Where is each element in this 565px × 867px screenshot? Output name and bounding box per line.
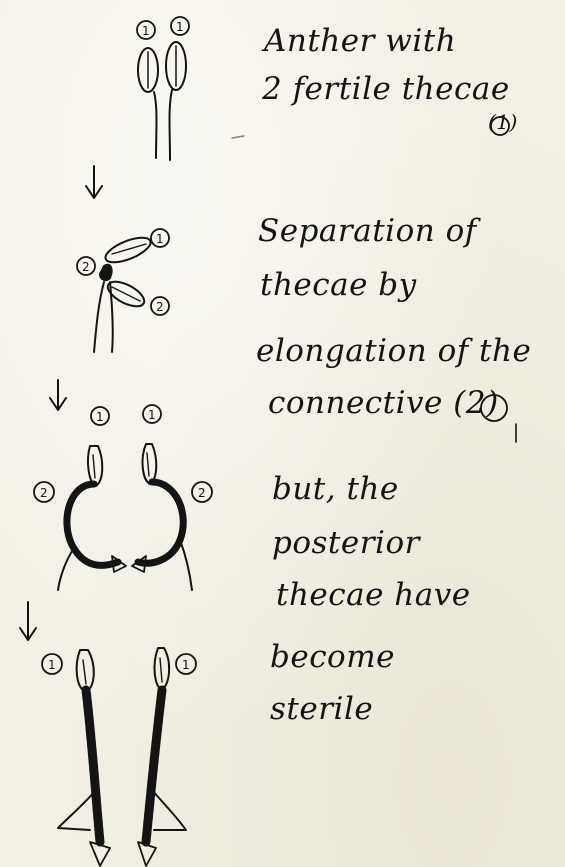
stage1-filament-left xyxy=(154,92,157,158)
svg-text:2: 2 xyxy=(198,486,206,500)
stage3-marker-connective-right: 2 xyxy=(192,482,212,502)
stage3-anther: 1 1 2 2 xyxy=(34,405,212,590)
stage3-filament-left xyxy=(58,548,74,590)
stage1-right-theca xyxy=(166,42,186,90)
stage4-right-sterile-theca xyxy=(138,842,156,866)
stage2-filament-right xyxy=(110,282,113,352)
stage4-left-sterile-theca xyxy=(90,842,110,866)
note3-line3: thecae have xyxy=(276,580,471,611)
stage2-marker-connective: 2 xyxy=(77,257,95,275)
note2-line3: elongation of the xyxy=(256,336,531,367)
stage1-filament-right xyxy=(170,90,173,160)
stage3-marker-theca-right: 1 xyxy=(143,405,161,423)
stage4-stamens: 1 1 xyxy=(42,648,196,866)
stage2-filament-left xyxy=(94,282,104,352)
svg-text:2: 2 xyxy=(156,300,164,314)
svg-text:1: 1 xyxy=(176,20,184,34)
note3-line4: become xyxy=(270,642,395,673)
note1-line1: Anther with xyxy=(264,26,456,57)
note3-line1: but, the xyxy=(272,474,399,505)
note1-line3: (1) xyxy=(488,112,518,132)
stage3-marker-theca-left: 1 xyxy=(91,407,109,425)
stage2-marker-theca-top: 1 xyxy=(151,229,169,247)
arrow-down-2 xyxy=(50,380,66,410)
note2-line4: connective (2) xyxy=(268,388,499,419)
stage4-right-theca xyxy=(155,648,170,690)
stray-mark xyxy=(232,136,244,138)
svg-text:1: 1 xyxy=(148,408,156,422)
stage4-left-connective xyxy=(86,690,100,842)
svg-text:2: 2 xyxy=(40,486,48,500)
stage1-marker-right: 1 xyxy=(171,17,189,35)
stage3-marker-connective-left: 2 xyxy=(34,482,54,502)
stage2-upper-theca xyxy=(102,233,153,268)
stage3-left-theca xyxy=(88,446,102,486)
stage1-left-theca xyxy=(138,48,158,92)
svg-text:2: 2 xyxy=(82,260,90,274)
svg-text:1: 1 xyxy=(96,410,104,424)
stage4-marker-theca-left: 1 xyxy=(42,654,62,674)
stage3-left-connective xyxy=(67,484,118,565)
stage4-right-filament xyxy=(152,790,186,830)
stage1-marker-left: 1 xyxy=(137,21,155,39)
svg-text:1: 1 xyxy=(48,658,56,672)
arrow-down-1 xyxy=(86,166,102,198)
arrow-down-3 xyxy=(20,602,36,640)
stage2-marker-theca-bottom: 2 xyxy=(151,297,169,315)
svg-text:1: 1 xyxy=(182,658,190,672)
stage4-right-connective xyxy=(146,690,162,842)
stage3-right-connective xyxy=(138,482,183,563)
stage4-marker-theca-right: 1 xyxy=(176,654,196,674)
stage3-filament-right xyxy=(180,540,192,590)
note1-line2: 2 fertile thecae xyxy=(262,74,510,105)
note2-line2: thecae by xyxy=(260,270,417,301)
note2-line1: Separation of xyxy=(258,216,477,247)
note3-line5: sterile xyxy=(270,694,373,725)
svg-text:1: 1 xyxy=(142,24,150,38)
svg-text:1: 1 xyxy=(156,232,164,246)
note3-line2: posterior xyxy=(272,528,420,559)
stage4-left-filament xyxy=(58,790,96,830)
stage2-connective xyxy=(100,265,112,280)
stage3-right-theca xyxy=(143,444,157,484)
